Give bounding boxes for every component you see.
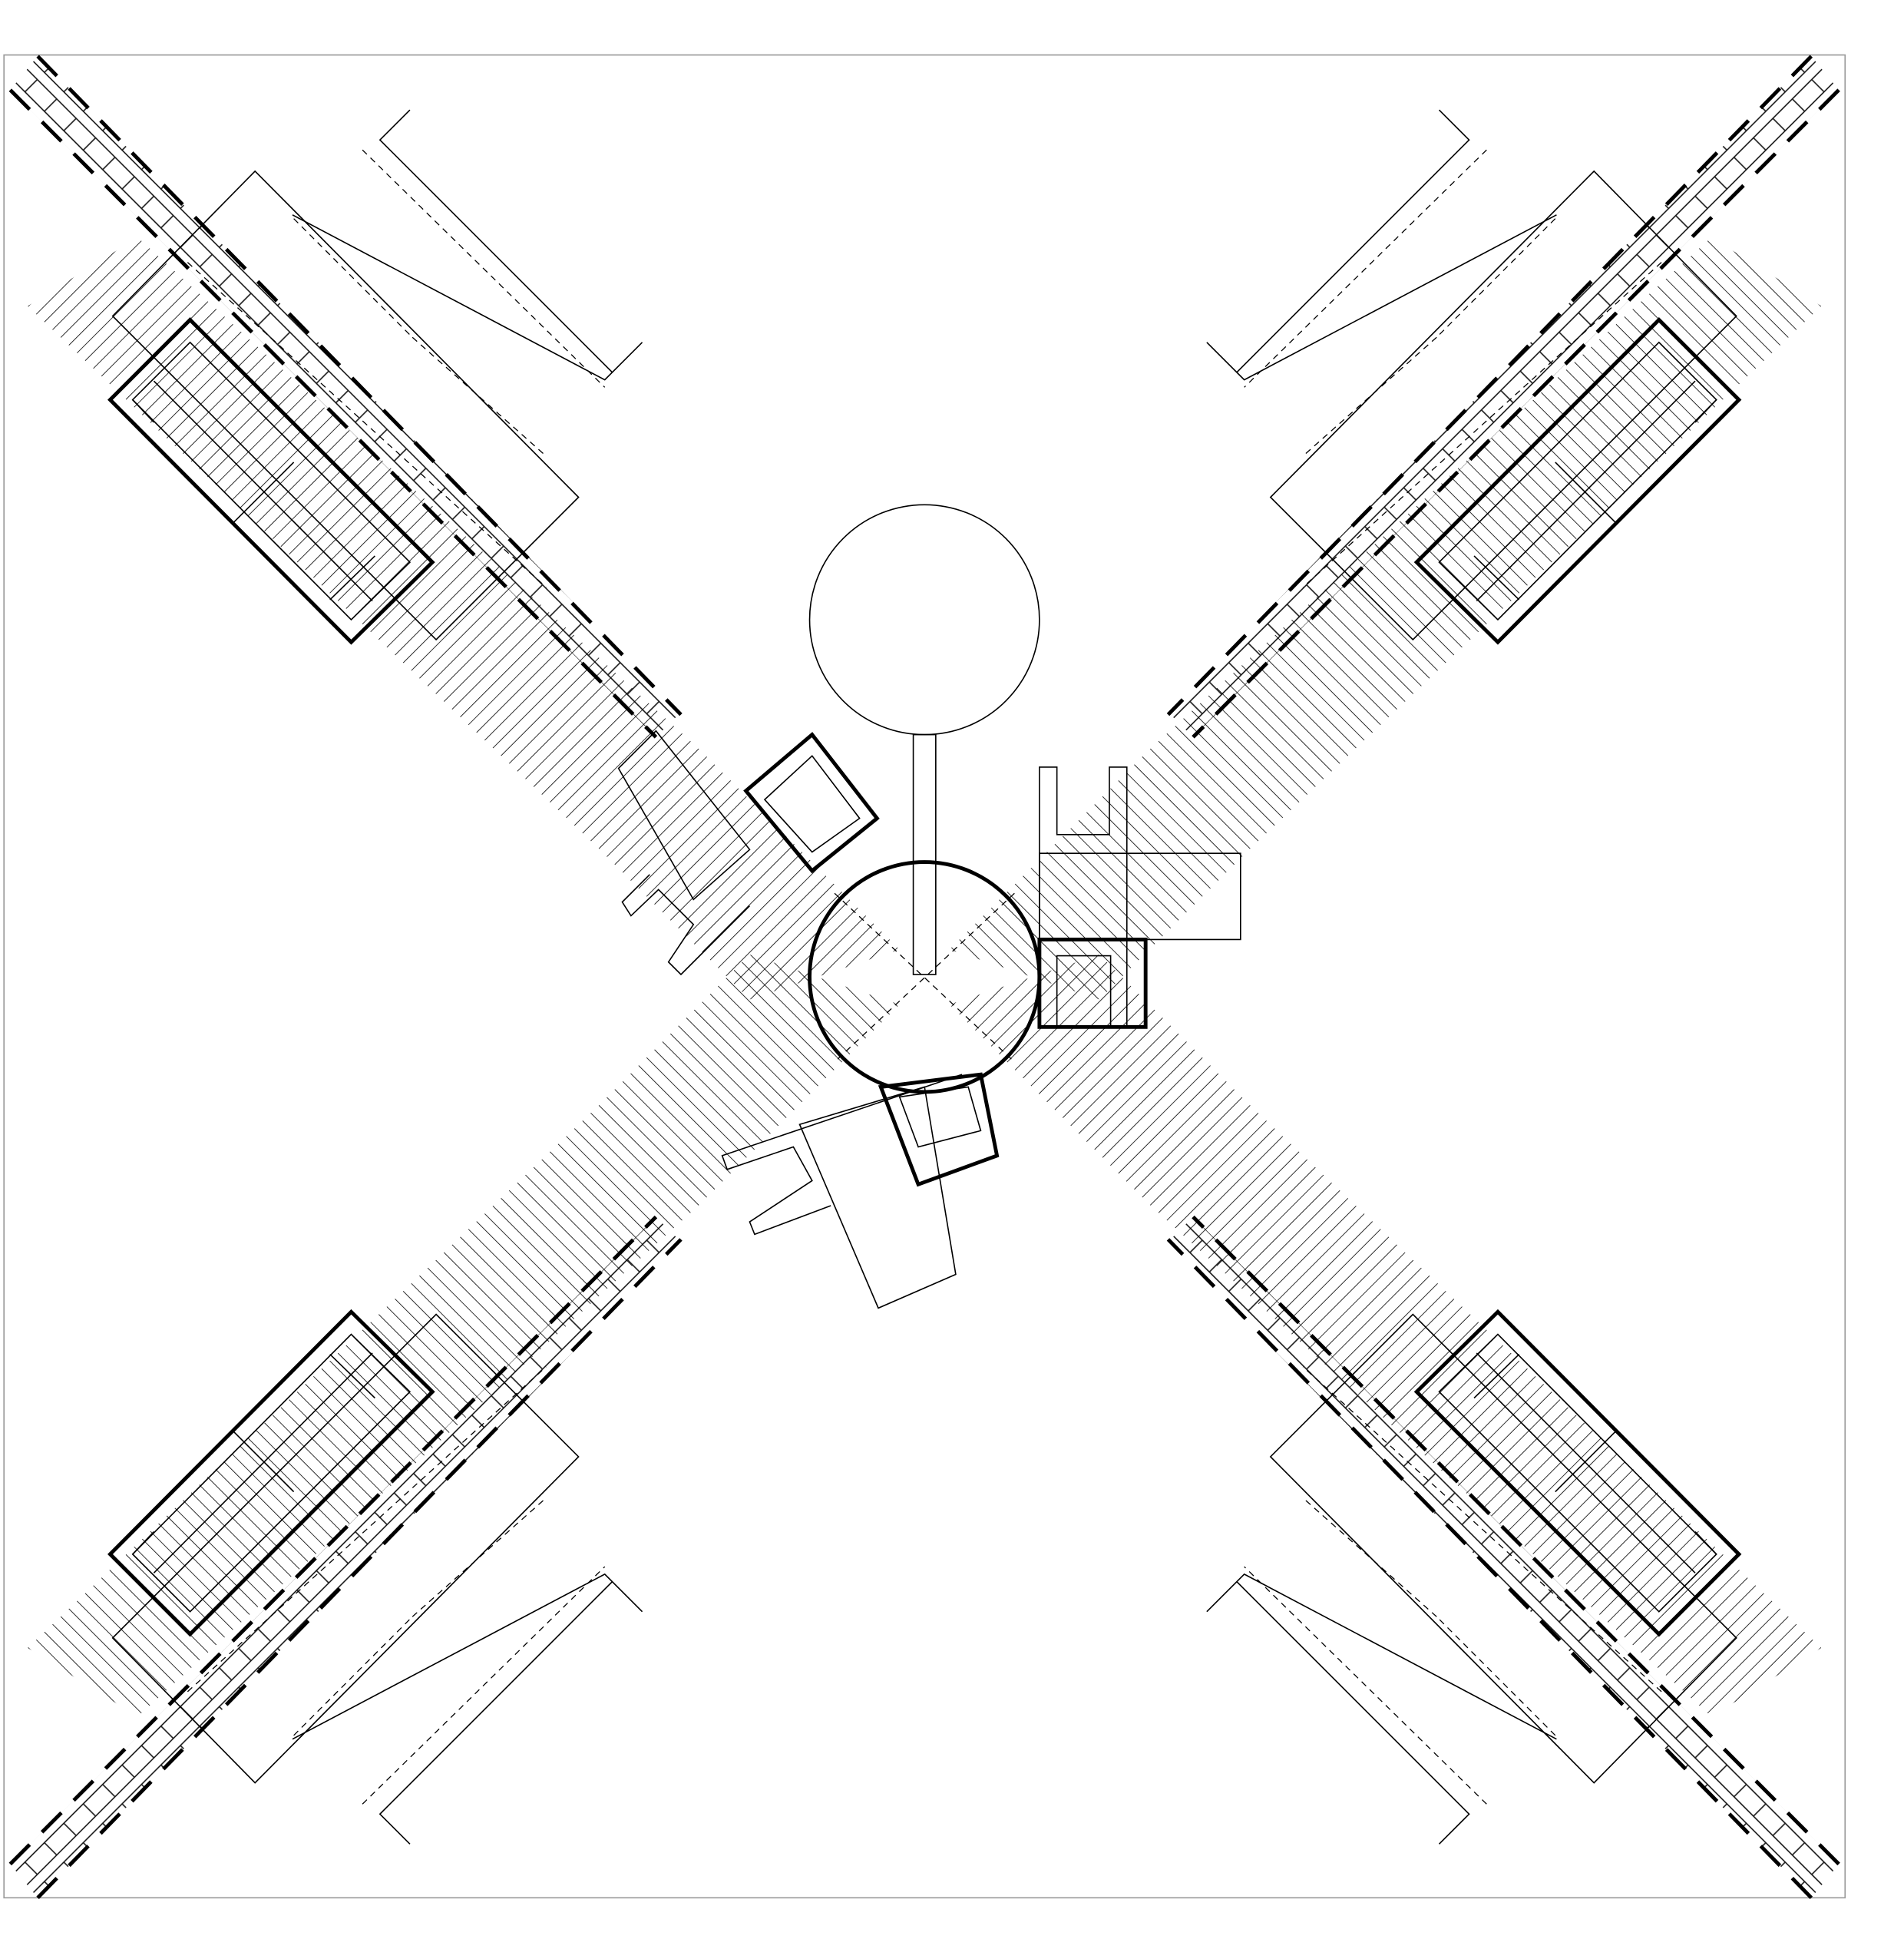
quadrant-bottom-left bbox=[10, 955, 899, 1898]
frame bbox=[3, 54, 1846, 1899]
chair-right bbox=[1037, 766, 1241, 1029]
chair-top-left bbox=[617, 730, 880, 976]
table-guides bbox=[834, 892, 1015, 1063]
center-round-table bbox=[808, 860, 1042, 1094]
quadrant-top-left bbox=[10, 56, 899, 999]
quadrant-bottom-right bbox=[950, 955, 1839, 1898]
upper-round-table bbox=[808, 504, 1040, 736]
chair-bottom bbox=[721, 1072, 1000, 1309]
table-stem bbox=[912, 733, 937, 975]
quadrant-top-right bbox=[950, 56, 1839, 999]
